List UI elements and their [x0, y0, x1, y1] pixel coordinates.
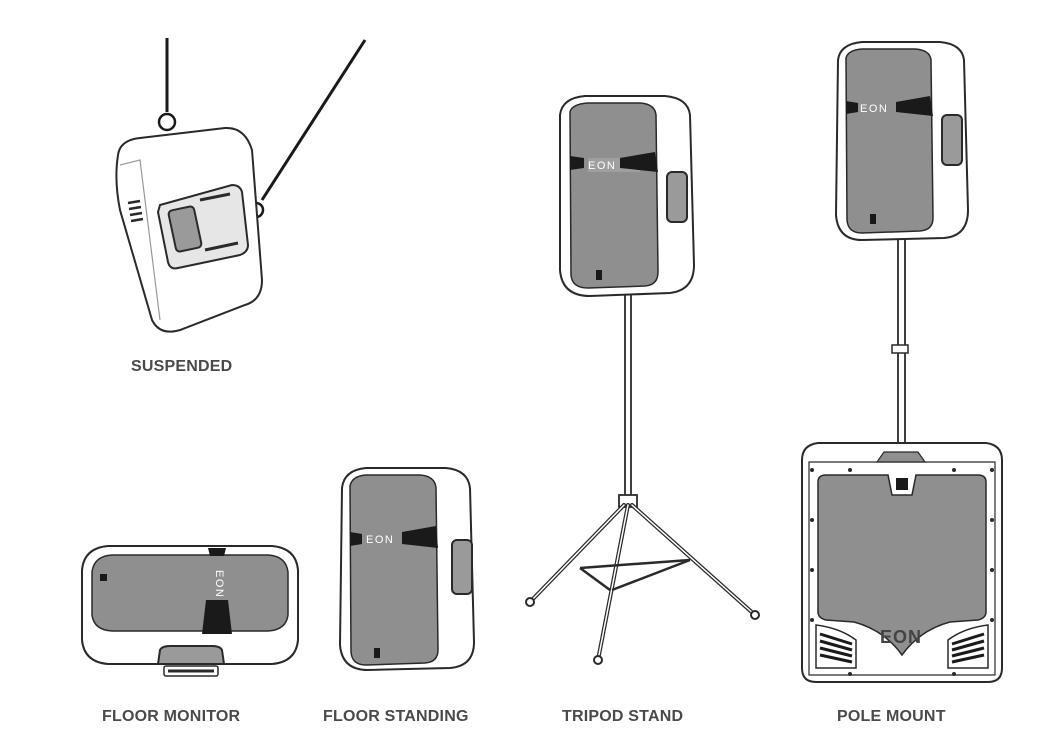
- pole-mount-speaker: EON EON: [801, 41, 1003, 683]
- caption-floor-standing: FLOOR STANDING: [323, 708, 469, 725]
- eon-logo: EON: [880, 627, 922, 647]
- floor-monitor-speaker: EON: [81, 545, 299, 677]
- tripod-legs: [528, 503, 757, 662]
- eon-logo: EON: [213, 570, 225, 598]
- tripod-speaker: EON: [525, 95, 760, 665]
- caption-floor-monitor: FLOOR MONITOR: [102, 708, 241, 725]
- handle-icon: [941, 114, 963, 166]
- handle-icon: [156, 645, 226, 665]
- eon-logo: EON: [588, 160, 616, 172]
- caption-pole-mount: POLE MOUNT: [837, 708, 946, 725]
- port-vents: [815, 624, 989, 669]
- floor-standing-speaker: EON: [338, 467, 476, 672]
- caption-suspended: SUSPENDED: [131, 358, 233, 375]
- handle-icon: [167, 205, 203, 253]
- eyebolt-icon: [157, 112, 177, 132]
- speaker-grille: [91, 554, 289, 632]
- mount-pole: [897, 234, 906, 451]
- caption-tripod-stand: TRIPOD STAND: [562, 708, 684, 725]
- stand-pole: [624, 291, 632, 503]
- handle-icon: [666, 171, 688, 223]
- suspension-cable-right: [260, 39, 367, 201]
- speaker-grille: [845, 48, 934, 234]
- eon-logo: EON: [366, 534, 394, 546]
- handle-icon: [451, 539, 473, 595]
- suspended-speaker: [115, 38, 367, 333]
- eon-logo: EON: [860, 103, 888, 115]
- speaker-grille: [569, 102, 659, 289]
- subwoofer-grille: [817, 474, 987, 657]
- speaker-grille: [349, 474, 439, 666]
